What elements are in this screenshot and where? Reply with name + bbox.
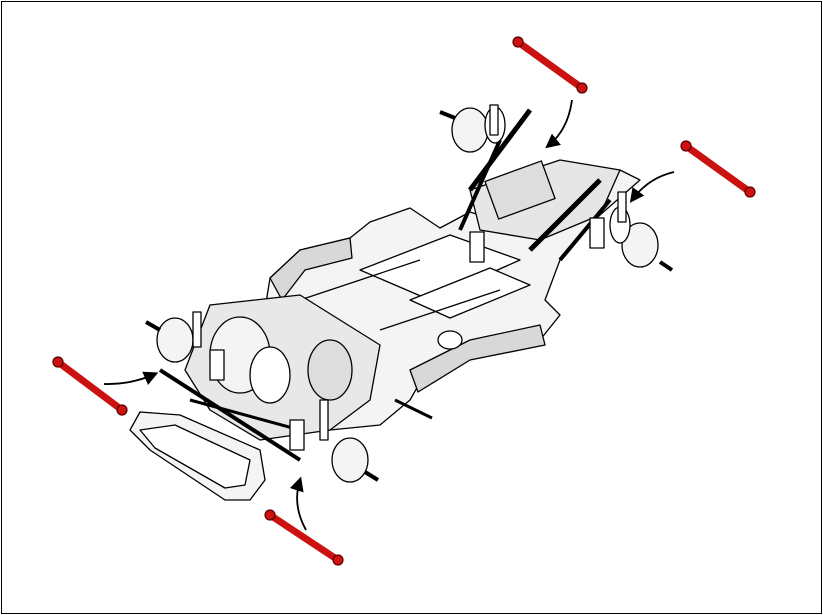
front-right-link: [264, 509, 344, 566]
body-post: [437, 330, 463, 350]
front-left-link: [52, 356, 128, 416]
arrow-front-right: [289, 476, 307, 531]
battery-bay-slot: [409, 267, 531, 319]
front-suspension: [129, 294, 381, 501]
arrow-rear-right: [545, 99, 573, 149]
rear-suspension: [439, 104, 674, 272]
rod: [394, 398, 433, 420]
chassis-rib: [299, 259, 421, 301]
arrow-rear-left: [629, 171, 675, 203]
rear-left-link: [680, 140, 756, 198]
chassis-side-rail-right: [409, 324, 546, 393]
chassis-rib: [379, 289, 501, 331]
arrow-front-left: [103, 371, 159, 385]
chassis: [129, 104, 674, 501]
rear-right-link: [512, 36, 588, 94]
